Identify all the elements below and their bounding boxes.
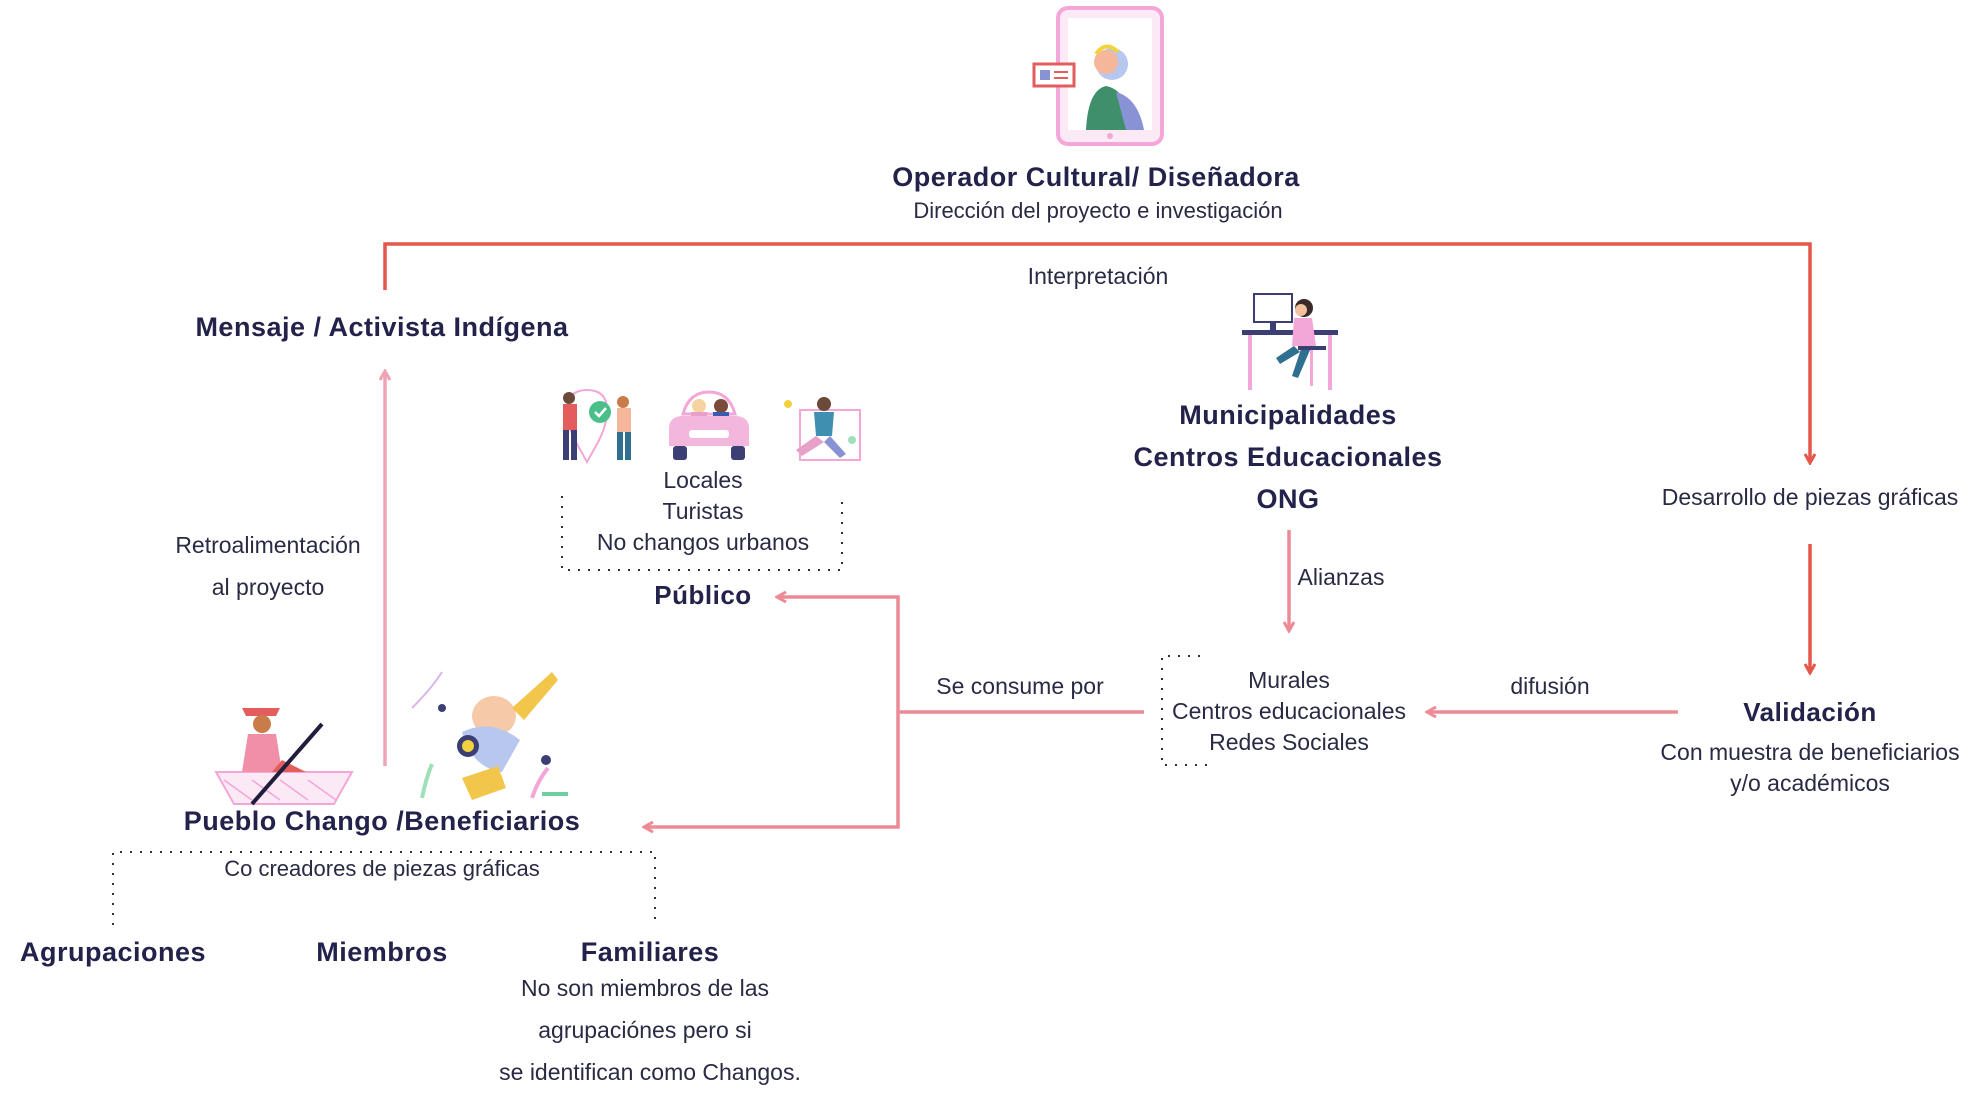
validation-line1: Con muestra de beneficiarios [1660, 739, 1960, 765]
consumed-label: Se consume por [936, 673, 1104, 699]
designer-on-tablet-icon [1032, 6, 1164, 146]
feedback-label-line2: al proyecto [211, 574, 325, 600]
beneficiaries-subtitle: Co creadores de piezas gráficas [224, 856, 540, 881]
person-at-desk-icon [1242, 293, 1338, 390]
mensaje-title: Mensaje / Activista Indígena [195, 312, 569, 342]
audience-item-no-changos: No changos urbanos [596, 529, 810, 555]
audience-item-locales: Locales [663, 467, 743, 493]
validation-title: Validación [1743, 697, 1877, 727]
beneficiaries-title: Pueblo Chango /Beneficiarios [183, 806, 581, 836]
group-agrupaciones: Agrupaciones [19, 937, 207, 967]
interpretation-label: Interpretación [1027, 263, 1169, 289]
partners-line3: ONG [1256, 484, 1320, 514]
tourists-car-icon [669, 390, 749, 460]
familiares-note-line2: agrupaciónes pero si [538, 1017, 752, 1043]
locals-icon [563, 388, 631, 465]
diver-icon [411, 671, 568, 800]
channel-item-centros: Centros educacionales [1172, 698, 1406, 724]
group-familiares: Familiares [580, 937, 720, 967]
familiares-note-line3: se identifican como Changos. [499, 1059, 801, 1085]
validation-line2: y/o académicos [1730, 770, 1890, 796]
feedback-label-line1: Retroalimentación [175, 532, 361, 558]
fisherman-boat-icon [214, 708, 354, 806]
development-label: Desarrollo de piezas gráficas [1661, 484, 1959, 510]
alliances-label: Alianzas [1297, 564, 1385, 590]
beneficiaries-dotted-bracket [112, 851, 656, 925]
audience-dotted-bracket [561, 496, 843, 571]
publico-title: Público [654, 580, 752, 610]
channels-dotted-bracket [1161, 655, 1212, 766]
urban-person-icon [784, 397, 861, 461]
group-miembros: Miembros [316, 937, 448, 967]
channel-item-murales: Murales [1248, 667, 1330, 693]
channel-item-redes: Redes Sociales [1209, 729, 1369, 755]
partners-line2: Centros Educacionales [1133, 442, 1443, 472]
consumed-to-beneficiaries-arrow [645, 712, 900, 827]
operator-subtitle: Dirección del proyecto e investigación [913, 198, 1283, 223]
familiares-note-line1: No son miembros de las [521, 975, 769, 1001]
consumed-to-publico-arrow [778, 597, 900, 712]
diffusion-label: difusión [1510, 673, 1590, 699]
audience-item-turistas: Turistas [662, 498, 744, 524]
operator-title: Operador Cultural/ Diseñadora [892, 162, 1300, 192]
partners-line1: Municipalidades [1179, 400, 1397, 430]
interpretation-connector [383, 242, 1810, 462]
